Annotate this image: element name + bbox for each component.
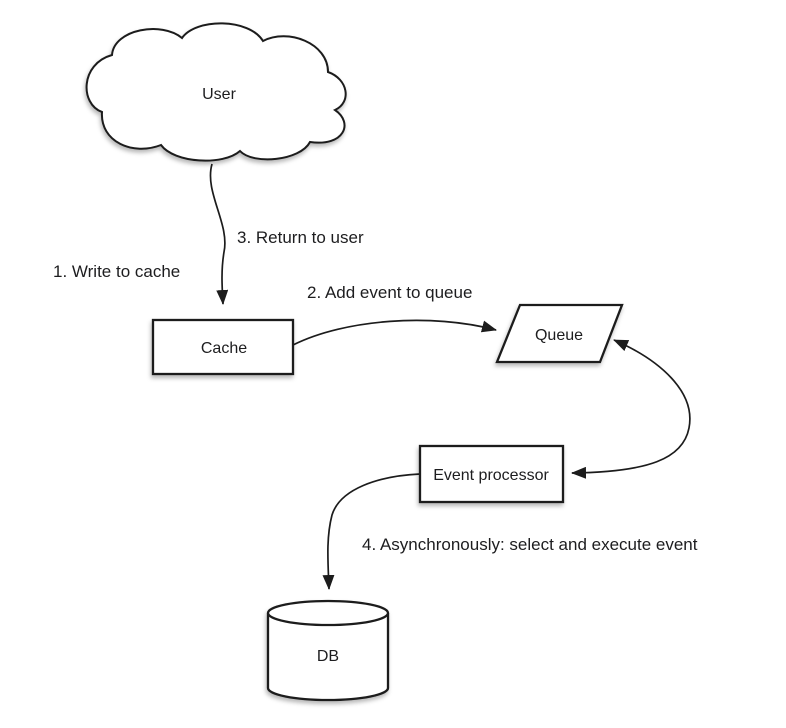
db-cylinder-body-shape: [266, 613, 390, 702]
edge-queue-event-processor-double-arrow: [571, 339, 691, 479]
step-4-label: 4. Asynchronously: select and execute ev…: [362, 535, 698, 554]
cloud-shape: [85, 22, 347, 162]
edge-event-processor-to-db-arrow: [322, 473, 421, 590]
event-processor-node-label: Event processor: [433, 467, 549, 484]
user-node-label: User: [202, 86, 236, 103]
event-processor-node: [418, 444, 565, 504]
queue-parallelogram-shape: [495, 303, 624, 364]
edge-user-to-cache-arrow: [209, 163, 229, 305]
cache-node-label: Cache: [201, 340, 247, 357]
cache-node: [151, 318, 295, 376]
cache-rect-shape: [151, 318, 295, 376]
user-cloud-node: [85, 22, 347, 162]
step-1-label: 1. Write to cache: [53, 262, 180, 281]
step-2-label: 2. Add event to queue: [307, 283, 472, 302]
db-node-label: DB: [317, 648, 339, 665]
queue-node: [495, 303, 624, 364]
event-processor-rect-shape: [418, 444, 565, 504]
edge-cache-to-queue-arrow: [292, 319, 497, 346]
step-3-label: 3. Return to user: [237, 228, 364, 247]
queue-node-label: Queue: [535, 327, 583, 344]
db-cylinder-top-shape: [266, 599, 390, 627]
db-node: [266, 599, 390, 702]
